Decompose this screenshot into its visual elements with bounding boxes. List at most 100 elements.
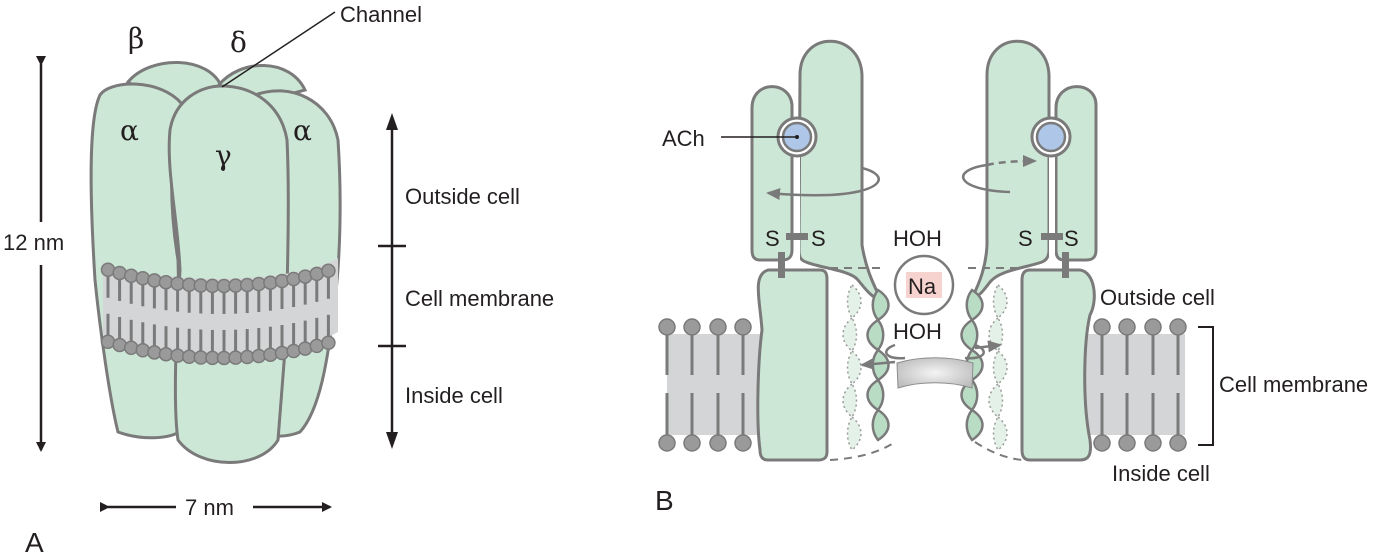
- water-top-label: HOH: [893, 226, 942, 251]
- gate-arrow-left: [860, 357, 896, 370]
- sodium-label: Na: [908, 274, 937, 299]
- lipid-head: [709, 434, 727, 452]
- sulfur-right-1: S: [1018, 226, 1033, 251]
- lipid-head: [709, 318, 727, 336]
- helix-right-outer: [992, 415, 1008, 452]
- height-label: 12 nm: [3, 230, 64, 255]
- lipid-head: [274, 345, 290, 361]
- gamma-label: γ: [215, 139, 232, 172]
- lipid-head: [1118, 434, 1136, 452]
- lipid-head: [286, 343, 301, 359]
- sulfur-left-1: S: [765, 226, 780, 251]
- helix-left-outer: [846, 415, 862, 452]
- lipid-head: [1169, 318, 1187, 336]
- lipid-bilayer-a: [100, 262, 336, 366]
- gate-arrow-right: [974, 340, 1002, 353]
- helix-right-outer: [992, 283, 1008, 320]
- lipid-head: [1169, 434, 1187, 452]
- lipid-head: [297, 341, 313, 356]
- membrane-left: [667, 334, 762, 435]
- helix-left-inner: [871, 408, 890, 442]
- helix-left-outer: [846, 349, 862, 386]
- linker-right: [1062, 252, 1069, 278]
- lipid-head: [734, 318, 752, 336]
- helix-left-inner: [871, 288, 890, 322]
- lipid-head: [112, 337, 127, 353]
- helix-right-outer: [988, 382, 1004, 419]
- panel-b-label: B: [655, 485, 674, 516]
- channel-leader-line: [221, 11, 336, 88]
- rotation-arrow-right-dashed: [986, 155, 1037, 168]
- lipid-head: [1118, 318, 1136, 336]
- dashed-outline-bottom-right: [974, 441, 1023, 461]
- ach-label: ACh: [662, 126, 705, 151]
- lipid-head: [321, 263, 336, 279]
- lipid-head: [123, 340, 139, 356]
- lipid-head: [123, 268, 139, 284]
- gate-rotation-left: [885, 343, 906, 360]
- channel-label: Channel: [340, 2, 422, 27]
- helix-left-outer: [842, 316, 858, 353]
- lipid-head: [1144, 318, 1162, 336]
- b-inside-label: Inside cell: [1112, 461, 1210, 486]
- lipid-head: [321, 335, 336, 351]
- membrane-right: [1085, 334, 1185, 435]
- cleft-right: [1049, 150, 1055, 262]
- helix-right-inner: [965, 408, 984, 442]
- region-outside-label: Outside cell: [405, 184, 520, 209]
- region-membrane-label: Cell membrane: [405, 286, 554, 311]
- cleft-left: [794, 150, 800, 262]
- beta-label: β: [128, 22, 144, 55]
- lipid-head: [683, 434, 701, 452]
- panel-b: S S S S ACh HOH Na HOH: [655, 39, 1368, 516]
- helix-left-inner: [866, 318, 885, 352]
- water-bottom-label: HOH: [893, 319, 942, 344]
- ach-molecule-right: [1035, 121, 1067, 153]
- lipid-head: [147, 273, 162, 288]
- width-label: 7 nm: [185, 495, 234, 520]
- subunit-right-lower: [1020, 268, 1096, 462]
- channel-gate: [896, 357, 974, 389]
- lipid-bilayer-right: [1093, 318, 1187, 452]
- lipid-head: [1093, 318, 1111, 336]
- lipid-head: [135, 271, 151, 286]
- linker-left: [778, 252, 785, 278]
- delta-label: δ: [230, 26, 247, 59]
- region-axis-top-arrow: [386, 113, 398, 130]
- membrane-bracket: [1198, 326, 1214, 446]
- alpha-right-label: α: [293, 114, 312, 147]
- lipid-head: [286, 271, 301, 287]
- lipid-head: [147, 345, 162, 360]
- alpha-left-label: α: [120, 114, 139, 147]
- region-axis-bottom-arrow: [386, 432, 398, 449]
- lipid-head: [135, 343, 151, 358]
- helix-left-outer: [846, 283, 862, 320]
- lipid-head: [274, 273, 290, 289]
- pore-helices: [842, 283, 1008, 452]
- region-inside-label: Inside cell: [405, 383, 503, 408]
- b-outside-label: Outside cell: [1100, 285, 1215, 310]
- lipid-head: [734, 434, 752, 452]
- subunit-right-tall: [969, 39, 1051, 300]
- subunit-left-lower: [756, 268, 829, 462]
- sulfur-left-2: S: [811, 226, 826, 251]
- lipid-head: [683, 318, 701, 336]
- sulfur-right-2: S: [1064, 226, 1079, 251]
- sodium-highlight: [906, 272, 942, 298]
- b-membrane-label: Cell membrane: [1219, 372, 1368, 397]
- subunit-gamma: [167, 84, 290, 464]
- disulfide-bond-left: [786, 233, 808, 240]
- helix-left-outer: [842, 382, 858, 419]
- dashed-outline-bottom-left: [829, 441, 896, 461]
- rotation-arrow-left: [766, 166, 880, 200]
- lipid-head: [658, 318, 676, 336]
- rotation-arrow-right-solid: [962, 163, 1011, 194]
- lipid-head: [1093, 434, 1111, 452]
- lipid-head: [1144, 434, 1162, 452]
- lipid-bilayer-left: [658, 318, 752, 452]
- panel-a: Channel β δ α γ α 12 nm 7 nm Outside cel…: [3, 2, 554, 558]
- helix-left-inner: [866, 378, 885, 412]
- ach-leader-dot: [795, 135, 799, 139]
- disulfide-bond-right: [1041, 233, 1063, 240]
